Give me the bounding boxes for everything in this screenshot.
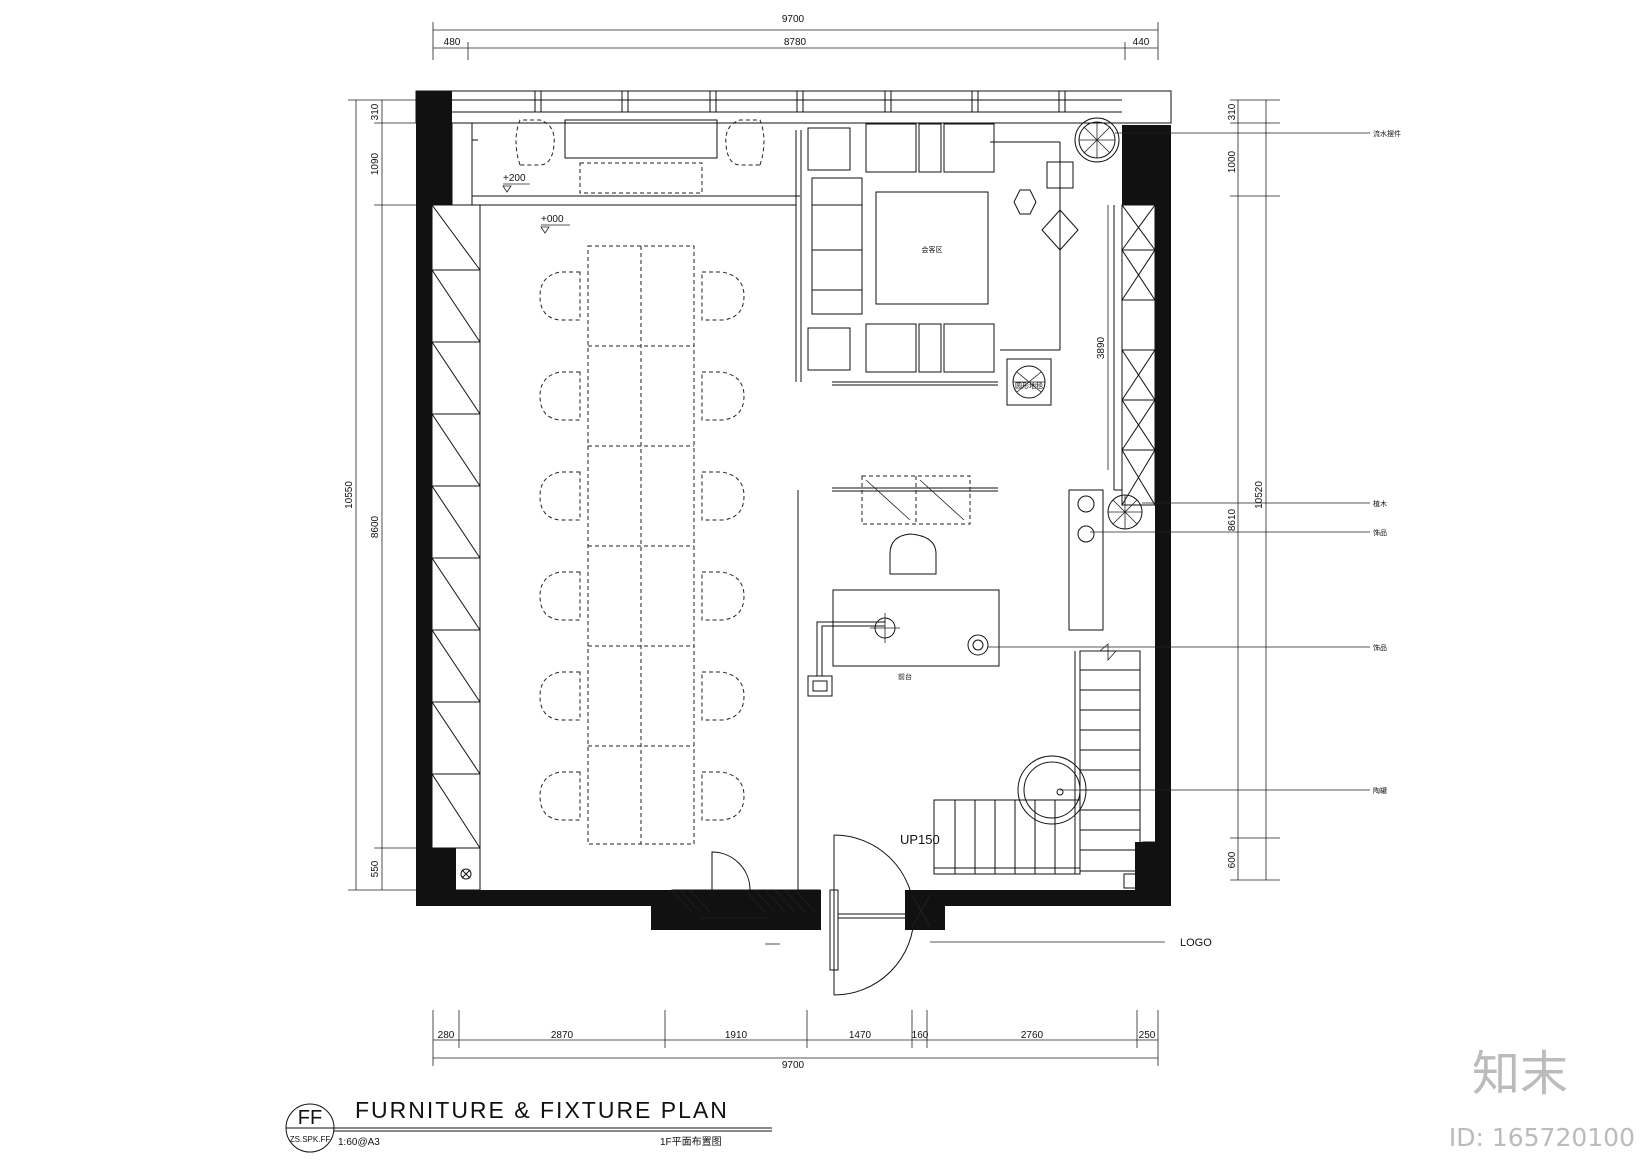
- window-mullions: [452, 90, 1122, 113]
- label-logo: LOGO: [1180, 937, 1212, 949]
- dim-bottom-2: 2870: [551, 1030, 574, 1041]
- label-meeting-area: 会客区: [922, 245, 943, 254]
- dim-left-total: 10550: [344, 481, 355, 509]
- reception-area: 前台: [807, 475, 1000, 697]
- title-scale: 1:60@A3: [338, 1137, 380, 1148]
- title-symbol: FF: [298, 1107, 322, 1129]
- callout-2: 植木: [1373, 499, 1387, 508]
- staircase: UP150: [900, 643, 1156, 891]
- dim-right-1: 310: [1227, 103, 1238, 120]
- level-main: +000: [541, 214, 564, 225]
- table-chairs-right: [701, 271, 745, 821]
- dim-left-3: 8600: [370, 515, 381, 538]
- callout-3: 饰品: [1373, 528, 1387, 537]
- right-dimension-lines: 310 1000 3890 8610 10520 600: [1096, 99, 1280, 881]
- dim-right-total: 10520: [1254, 481, 1265, 509]
- dim-bottom-7: 250: [1139, 1030, 1156, 1041]
- entrance-doors: [671, 834, 931, 996]
- dim-bottom-1: 280: [438, 1030, 455, 1041]
- meeting-area: 会客区 圆形地毯: [795, 123, 1079, 406]
- callout-4: 饰品: [1373, 643, 1387, 652]
- dim-bottom-3: 1910: [725, 1030, 748, 1041]
- watermark: 知末 ID: 165720100: [1449, 1046, 1635, 1152]
- left-dimension-lines: 10550 310 1090 8600 550: [344, 99, 420, 891]
- dim-top-total: 9700: [782, 14, 805, 25]
- callout-1: 流水摆件: [1373, 129, 1401, 138]
- level-upper: +200: [503, 173, 526, 184]
- dim-right-5: 600: [1227, 851, 1238, 868]
- dim-top-mid: 8780: [784, 37, 807, 48]
- title-subtitle: 1F平面布置图: [660, 1136, 722, 1148]
- fountain-feature: [1074, 117, 1120, 163]
- dim-right-2: 1000: [1227, 150, 1238, 173]
- dim-right-3: 3890: [1096, 336, 1107, 359]
- dim-right-4: 8610: [1227, 508, 1238, 531]
- walls: [415, 90, 1172, 930]
- title-sheet-code: ZS.SPK.FF: [290, 1135, 331, 1144]
- dim-bottom-total: 9700: [782, 1060, 805, 1071]
- dim-top-left: 480: [444, 37, 461, 48]
- dim-left-4: 550: [370, 860, 381, 877]
- dim-left-2: 1090: [370, 152, 381, 175]
- title-block: FF ZS.SPK.FF FURNITURE & FIXTURE PLAN 1:…: [285, 1097, 772, 1153]
- dim-bottom-5: 160: [912, 1030, 929, 1041]
- dim-bottom-4: 1470: [849, 1030, 872, 1041]
- label-reception: 前台: [898, 672, 912, 681]
- label-round-rug: 圆形地毯: [1015, 381, 1043, 390]
- title-main: FURNITURE & FIXTURE PLAN: [355, 1097, 729, 1123]
- bottom-dimension-lines: 280 2870 1910 1470 160 2760 250 9700: [432, 1010, 1159, 1071]
- table-chairs-left: [539, 271, 581, 821]
- dim-top-right: 440: [1133, 37, 1150, 48]
- right-cabinet: [1068, 204, 1156, 631]
- top-left-lounge: +200 +000: [471, 119, 800, 234]
- dim-bottom-6: 2760: [1021, 1030, 1044, 1041]
- dim-left-1: 310: [370, 103, 381, 120]
- top-dimension-lines: 9700 480 8780 440: [432, 14, 1159, 60]
- long-table: [587, 245, 695, 845]
- callout-leaders: 流水摆件 植木 饰品 饰品 陶罐 LOGO: [930, 129, 1401, 949]
- callout-5: 陶罐: [1373, 786, 1387, 795]
- watermark-brand: 知末: [1472, 1046, 1568, 1102]
- left-wall-shelving: [431, 204, 481, 891]
- watermark-id: ID: 165720100: [1449, 1123, 1635, 1152]
- label-stair-up: UP150: [900, 832, 940, 847]
